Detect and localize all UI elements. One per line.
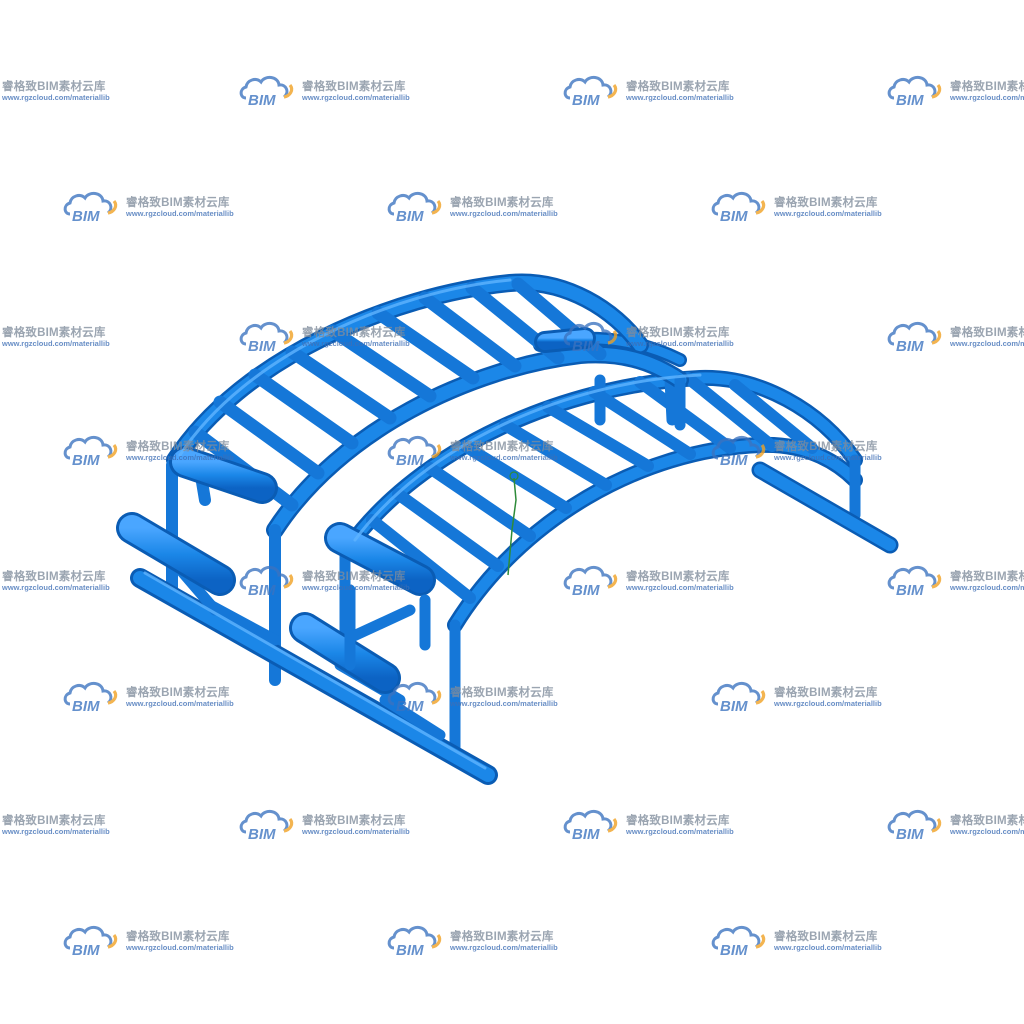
front-arch-ladder (130, 273, 689, 785)
center-uprights (344, 374, 686, 671)
rear-arch-rungs (366, 372, 818, 604)
rear-arch-ladder (339, 331, 899, 754)
roller-pad-front-left (116, 512, 236, 596)
tube-highlights (143, 278, 702, 770)
pick-line (507, 471, 519, 576)
roller-pad-center-upper (324, 522, 436, 596)
roller-pad-front-upper (169, 446, 278, 504)
roller-pad-rear (534, 327, 596, 353)
